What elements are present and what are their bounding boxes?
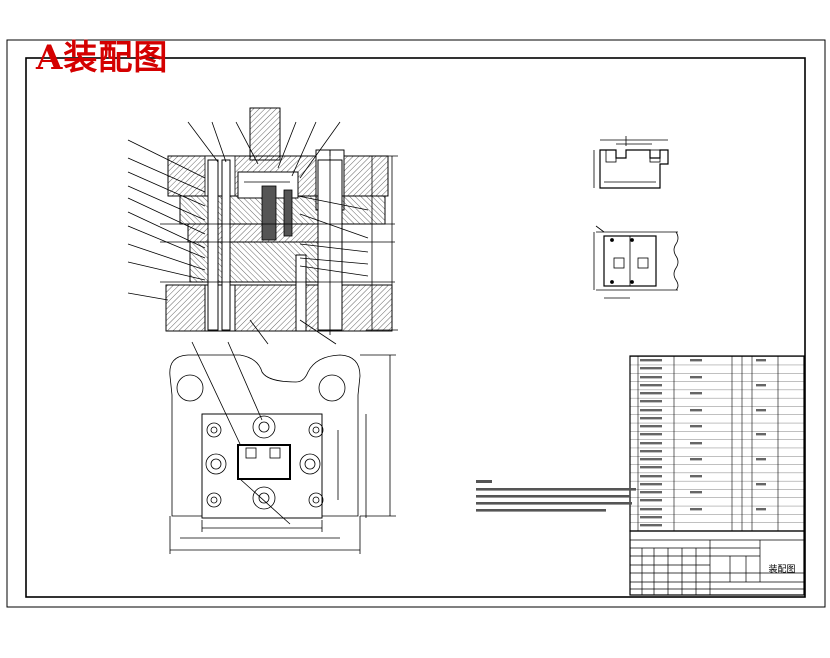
section-view [127, 107, 398, 345]
inner-frame [25, 57, 806, 598]
title-block [629, 530, 805, 596]
outer-border [6, 39, 826, 608]
strip-layout-view [593, 225, 679, 299]
technical-notes [476, 480, 636, 512]
sheet-heading: A装配图 [36, 38, 169, 78]
plan-view [169, 341, 396, 554]
workpiece-view [593, 136, 669, 189]
parts-list [629, 355, 805, 532]
title-block-drawing-title: 装配图 [768, 563, 795, 575]
